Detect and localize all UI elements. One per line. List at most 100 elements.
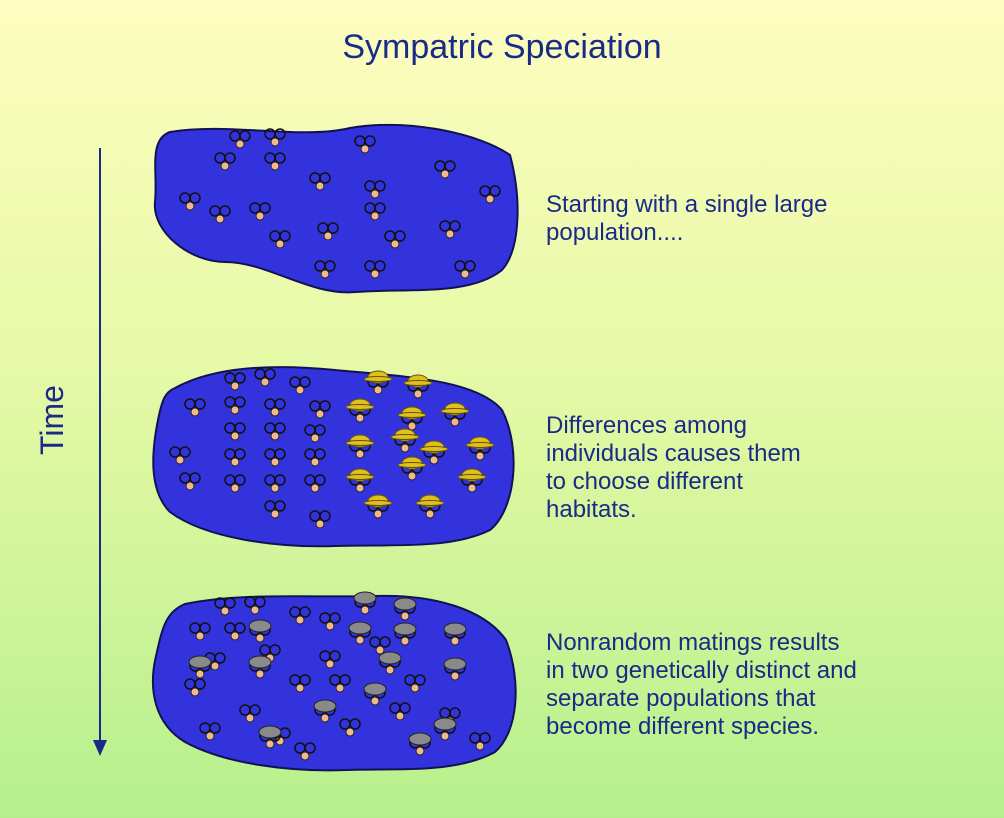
creature-icon — [304, 424, 326, 443]
creature-icon — [224, 622, 246, 641]
creature-icon — [479, 185, 501, 204]
creature-yellow-hat-icon — [345, 398, 375, 423]
creature-yellow-hat-icon — [465, 436, 495, 461]
creature-icon — [319, 612, 341, 631]
creature-icon — [309, 400, 331, 419]
creature-icon — [309, 510, 331, 529]
creature-gray-hat-icon — [353, 591, 377, 615]
creature-icon — [169, 446, 191, 465]
creature-icon — [224, 474, 246, 493]
creature-yellow-hat-icon — [397, 456, 427, 481]
creature-yellow-hat-icon — [397, 406, 427, 431]
creature-icon — [317, 222, 339, 241]
creature-icon — [179, 192, 201, 211]
creature-yellow-hat-icon — [363, 494, 393, 519]
caption-stage-1: Starting with a single large population.… — [546, 191, 996, 247]
creature-icon — [389, 702, 411, 721]
creature-icon — [314, 260, 336, 279]
habitat-blob-1 — [153, 123, 519, 294]
creature-icon — [199, 722, 221, 741]
creature-gray-hat-icon — [248, 619, 272, 643]
creature-icon — [384, 230, 406, 249]
creature-icon — [224, 422, 246, 441]
creature-icon — [404, 674, 426, 693]
creature-icon — [454, 260, 476, 279]
caption-line: Differences among — [546, 412, 747, 439]
creature-icon — [184, 398, 206, 417]
creature-gray-hat-icon — [408, 732, 432, 756]
creature-icon — [224, 448, 246, 467]
creature-icon — [269, 230, 291, 249]
creature-yellow-hat-icon — [345, 468, 375, 493]
creature-gray-hat-icon — [378, 651, 402, 675]
creature-icon — [469, 732, 491, 751]
caption-line: separate populations that — [546, 685, 816, 712]
creature-yellow-hat-icon — [415, 494, 445, 519]
caption-line: in two genetically distinct and — [546, 657, 857, 684]
creature-gray-hat-icon — [443, 622, 467, 646]
creature-gray-hat-icon — [248, 655, 272, 679]
creature-icon — [289, 376, 311, 395]
creature-icon — [214, 597, 236, 616]
creature-yellow-hat-icon — [440, 402, 470, 427]
creature-icon — [294, 742, 316, 761]
creature-icon — [264, 152, 286, 171]
creature-icon — [189, 622, 211, 641]
caption-line: individuals causes them — [546, 440, 801, 467]
creature-icon — [264, 398, 286, 417]
caption-line: Starting with a single large — [546, 191, 828, 218]
creature-icon — [264, 474, 286, 493]
creature-icon — [439, 220, 461, 239]
creature-icon — [264, 422, 286, 441]
creature-gray-hat-icon — [188, 655, 212, 679]
creature-icon — [319, 650, 341, 669]
creature-icon — [289, 606, 311, 625]
creature-icon — [369, 636, 391, 655]
creature-icon — [179, 472, 201, 491]
creature-icon — [364, 202, 386, 221]
creature-icon — [354, 135, 376, 154]
creature-gray-hat-icon — [258, 725, 282, 749]
creature-icon — [209, 205, 231, 224]
creature-icon — [364, 180, 386, 199]
caption-stage-3: Nonrandom matings results in two genetic… — [546, 629, 996, 741]
caption-line: population.... — [546, 219, 684, 246]
habitat-stage-3 — [150, 591, 522, 774]
creature-yellow-hat-icon — [419, 440, 449, 465]
caption-stage-2: Differences among individuals causes the… — [546, 412, 996, 524]
creature-gray-hat-icon — [393, 622, 417, 646]
creature-icon — [434, 160, 456, 179]
creature-gray-hat-icon — [393, 597, 417, 621]
creature-icon — [224, 396, 246, 415]
creature-icon — [264, 128, 286, 147]
creature-icon — [214, 152, 236, 171]
creature-icon — [339, 718, 361, 737]
creature-icon — [264, 500, 286, 519]
creature-icon — [254, 368, 276, 387]
creature-icon — [329, 674, 351, 693]
caption-line: habitats. — [546, 496, 637, 523]
creature-icon — [229, 130, 251, 149]
creature-gray-hat-icon — [443, 657, 467, 681]
creature-icon — [264, 448, 286, 467]
caption-line: become different species. — [546, 713, 820, 740]
creature-yellow-hat-icon — [403, 374, 433, 399]
creature-yellow-hat-icon — [457, 468, 487, 493]
habitat-stage-1 — [150, 120, 522, 300]
creature-yellow-hat-icon — [390, 428, 420, 453]
creature-gray-hat-icon — [433, 717, 457, 741]
caption-line: Nonrandom matings results — [546, 629, 840, 656]
time-arrow — [93, 148, 107, 756]
creature-icon — [224, 372, 246, 391]
creature-gray-hat-icon — [313, 699, 337, 723]
creature-icon — [244, 596, 266, 615]
creature-icon — [364, 260, 386, 279]
creature-icon — [304, 474, 326, 493]
creature-icon — [289, 674, 311, 693]
creature-icon — [249, 202, 271, 221]
creature-yellow-hat-icon — [363, 370, 393, 395]
caption-line: to choose different — [546, 468, 744, 495]
creature-gray-hat-icon — [363, 682, 387, 706]
habitat-stage-2 — [150, 360, 522, 550]
time-axis-label: Time — [34, 385, 70, 455]
